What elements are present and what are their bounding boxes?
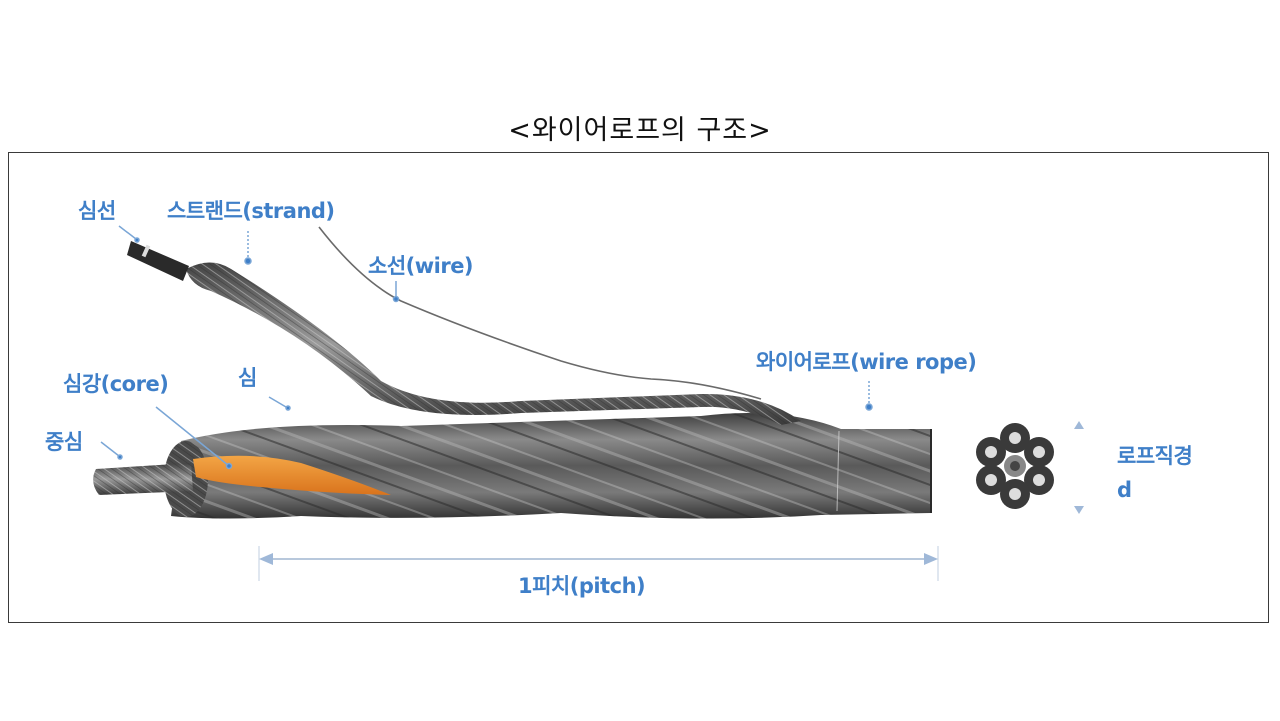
diameter-dimension [1074,421,1084,514]
label-wire: 소선(wire) [368,254,474,278]
wire-rope-body [93,412,932,519]
cross-section [976,423,1054,509]
strand-unraveled [127,241,801,425]
diagram-title: <와이어로프의 구조> [508,115,772,146]
label-rope-diameter: 로프직경 [1117,444,1193,468]
label-diameter-symbol: d [1117,478,1132,502]
label-fiber-core: 심강(core) [63,372,169,396]
diagram-frame [8,152,1269,623]
label-center: 중심 [45,430,83,454]
label-core: 심 [238,366,257,390]
leader-lines [100,225,873,470]
label-core-wire: 심선 [78,199,116,223]
label-pitch: 1피치(pitch) [518,574,646,598]
label-wire-rope: 와이어로프(wire rope) [756,350,977,374]
single-wire [318,226,762,400]
pitch-dimension [258,546,939,581]
label-strand: 스트랜드(strand) [167,199,335,223]
